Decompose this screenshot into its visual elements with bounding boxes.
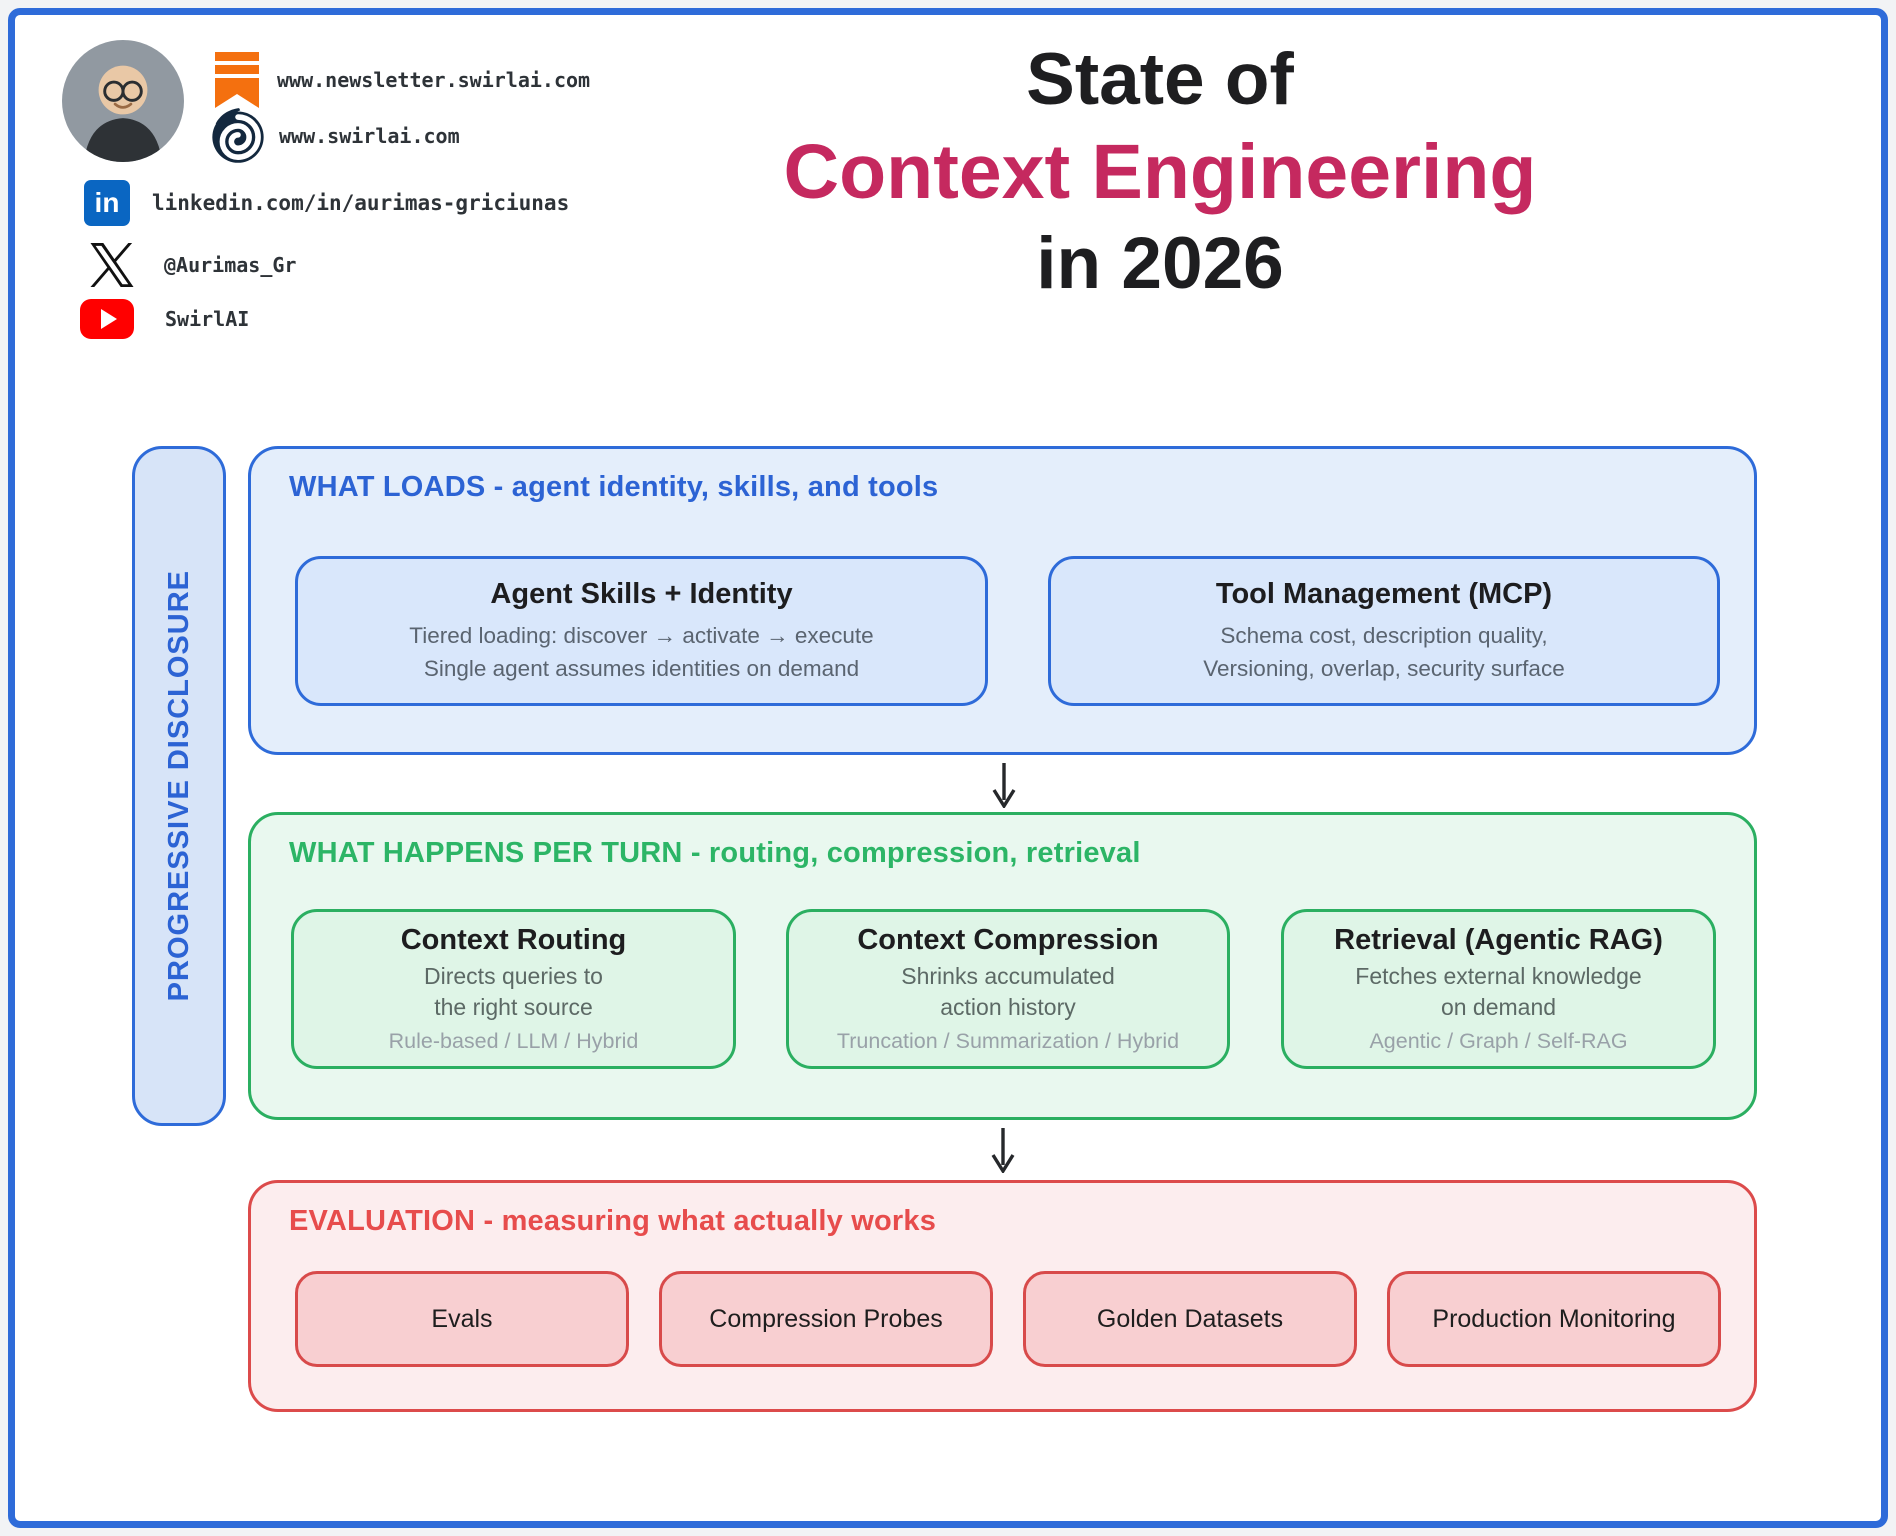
- card-line: Directs queries to: [424, 963, 603, 989]
- x-icon: [90, 243, 134, 287]
- newsletter-link[interactable]: www.newsletter.swirlai.com: [215, 52, 590, 108]
- card-line: Tiered loading: discover → activate → ex…: [409, 622, 874, 648]
- card-evals: Evals: [295, 1271, 629, 1367]
- card-production-monitoring: Production Monitoring: [1387, 1271, 1721, 1367]
- card-line: action history: [940, 994, 1076, 1020]
- page-title: State of Context Engineering in 2026: [610, 34, 1710, 310]
- section-what-loads-header: WHAT LOADS - agent identity, skills, and…: [289, 471, 939, 503]
- card-title: Production Monitoring: [1432, 1304, 1676, 1333]
- x-link[interactable]: @Aurimas_Gr: [90, 242, 296, 288]
- card-golden-datasets: Golden Datasets: [1023, 1271, 1357, 1367]
- card-title: Context Compression: [857, 924, 1159, 956]
- card-compression-probes: Compression Probes: [659, 1271, 993, 1367]
- x-link-text: @Aurimas_Gr: [164, 253, 297, 277]
- card-tag: Agentic / Graph / Self-RAG: [1369, 1029, 1628, 1053]
- title-line-3: in 2026: [1036, 223, 1284, 304]
- section-evaluation-header: EVALUATION - measuring what actually wor…: [289, 1205, 937, 1237]
- newsletter-icon: [215, 52, 259, 108]
- card-tag: Rule-based / LLM / Hybrid: [388, 1029, 639, 1053]
- progressive-disclosure-label: PROGRESSIVE DISCLOSURE: [162, 570, 195, 1002]
- card-line: Versioning, overlap, security surface: [1203, 655, 1565, 681]
- card-retrieval-agentic-rag: Retrieval (Agentic RAG) Fetches external…: [1281, 909, 1716, 1069]
- swirl-icon: [210, 107, 266, 165]
- section-per-turn: WHAT HAPPENS PER TURN - routing, compres…: [248, 812, 1757, 1120]
- card-title: Evals: [431, 1304, 493, 1333]
- card-context-routing: Context Routing Directs queries to the r…: [291, 909, 736, 1069]
- title-line-2: Context Engineering: [783, 129, 1537, 215]
- card-agent-skills-identity: Agent Skills + Identity Tiered loading: …: [295, 556, 988, 706]
- card-tag: Truncation / Summarization / Hybrid: [836, 1029, 1180, 1053]
- card-title: Golden Datasets: [1096, 1304, 1284, 1333]
- card-title: Context Routing: [400, 924, 627, 956]
- card-context-compression: Context Compression Shrinks accumulated …: [786, 909, 1230, 1069]
- card-line: on demand: [1440, 994, 1557, 1020]
- youtube-link[interactable]: SwirlAI: [80, 299, 249, 339]
- youtube-icon: [80, 299, 134, 339]
- section-per-turn-header: WHAT HAPPENS PER TURN - routing, compres…: [289, 837, 1141, 869]
- card-line: Fetches external knowledge: [1355, 963, 1642, 989]
- linkedin-link-text: linkedin.com/in/aurimas-griciunas: [152, 191, 570, 215]
- avatar: [62, 40, 184, 162]
- card-title: Tool Management (MCP): [1215, 577, 1553, 610]
- card-line: the right source: [434, 994, 593, 1020]
- swirl-site-link-text: www.swirlai.com: [279, 124, 460, 148]
- card-tool-management: Tool Management (MCP) Schema cost, descr…: [1048, 556, 1720, 706]
- linkedin-icon: in: [84, 180, 130, 226]
- down-arrow-icon: [991, 1128, 1015, 1173]
- card-title: Retrieval (Agentic RAG): [1334, 924, 1663, 956]
- card-line: Shrinks accumulated: [901, 963, 1115, 989]
- title-line-1: State of: [1026, 39, 1294, 120]
- youtube-link-text: SwirlAI: [165, 307, 250, 331]
- newsletter-link-text: www.newsletter.swirlai.com: [277, 68, 591, 92]
- down-arrow-icon: [992, 763, 1016, 808]
- card-line: Schema cost, description quality,: [1220, 622, 1548, 648]
- linkedin-link[interactable]: in linkedin.com/in/aurimas-griciunas: [84, 180, 569, 226]
- swirl-site-link[interactable]: www.swirlai.com: [210, 108, 460, 164]
- card-title: Agent Skills + Identity: [490, 577, 793, 610]
- progressive-disclosure-pill: PROGRESSIVE DISCLOSURE: [132, 446, 226, 1126]
- section-what-loads: WHAT LOADS - agent identity, skills, and…: [248, 446, 1757, 755]
- card-title: Compression Probes: [709, 1304, 943, 1333]
- card-line: Single agent assumes identities on deman…: [423, 655, 860, 681]
- section-evaluation: EVALUATION - measuring what actually wor…: [248, 1180, 1757, 1412]
